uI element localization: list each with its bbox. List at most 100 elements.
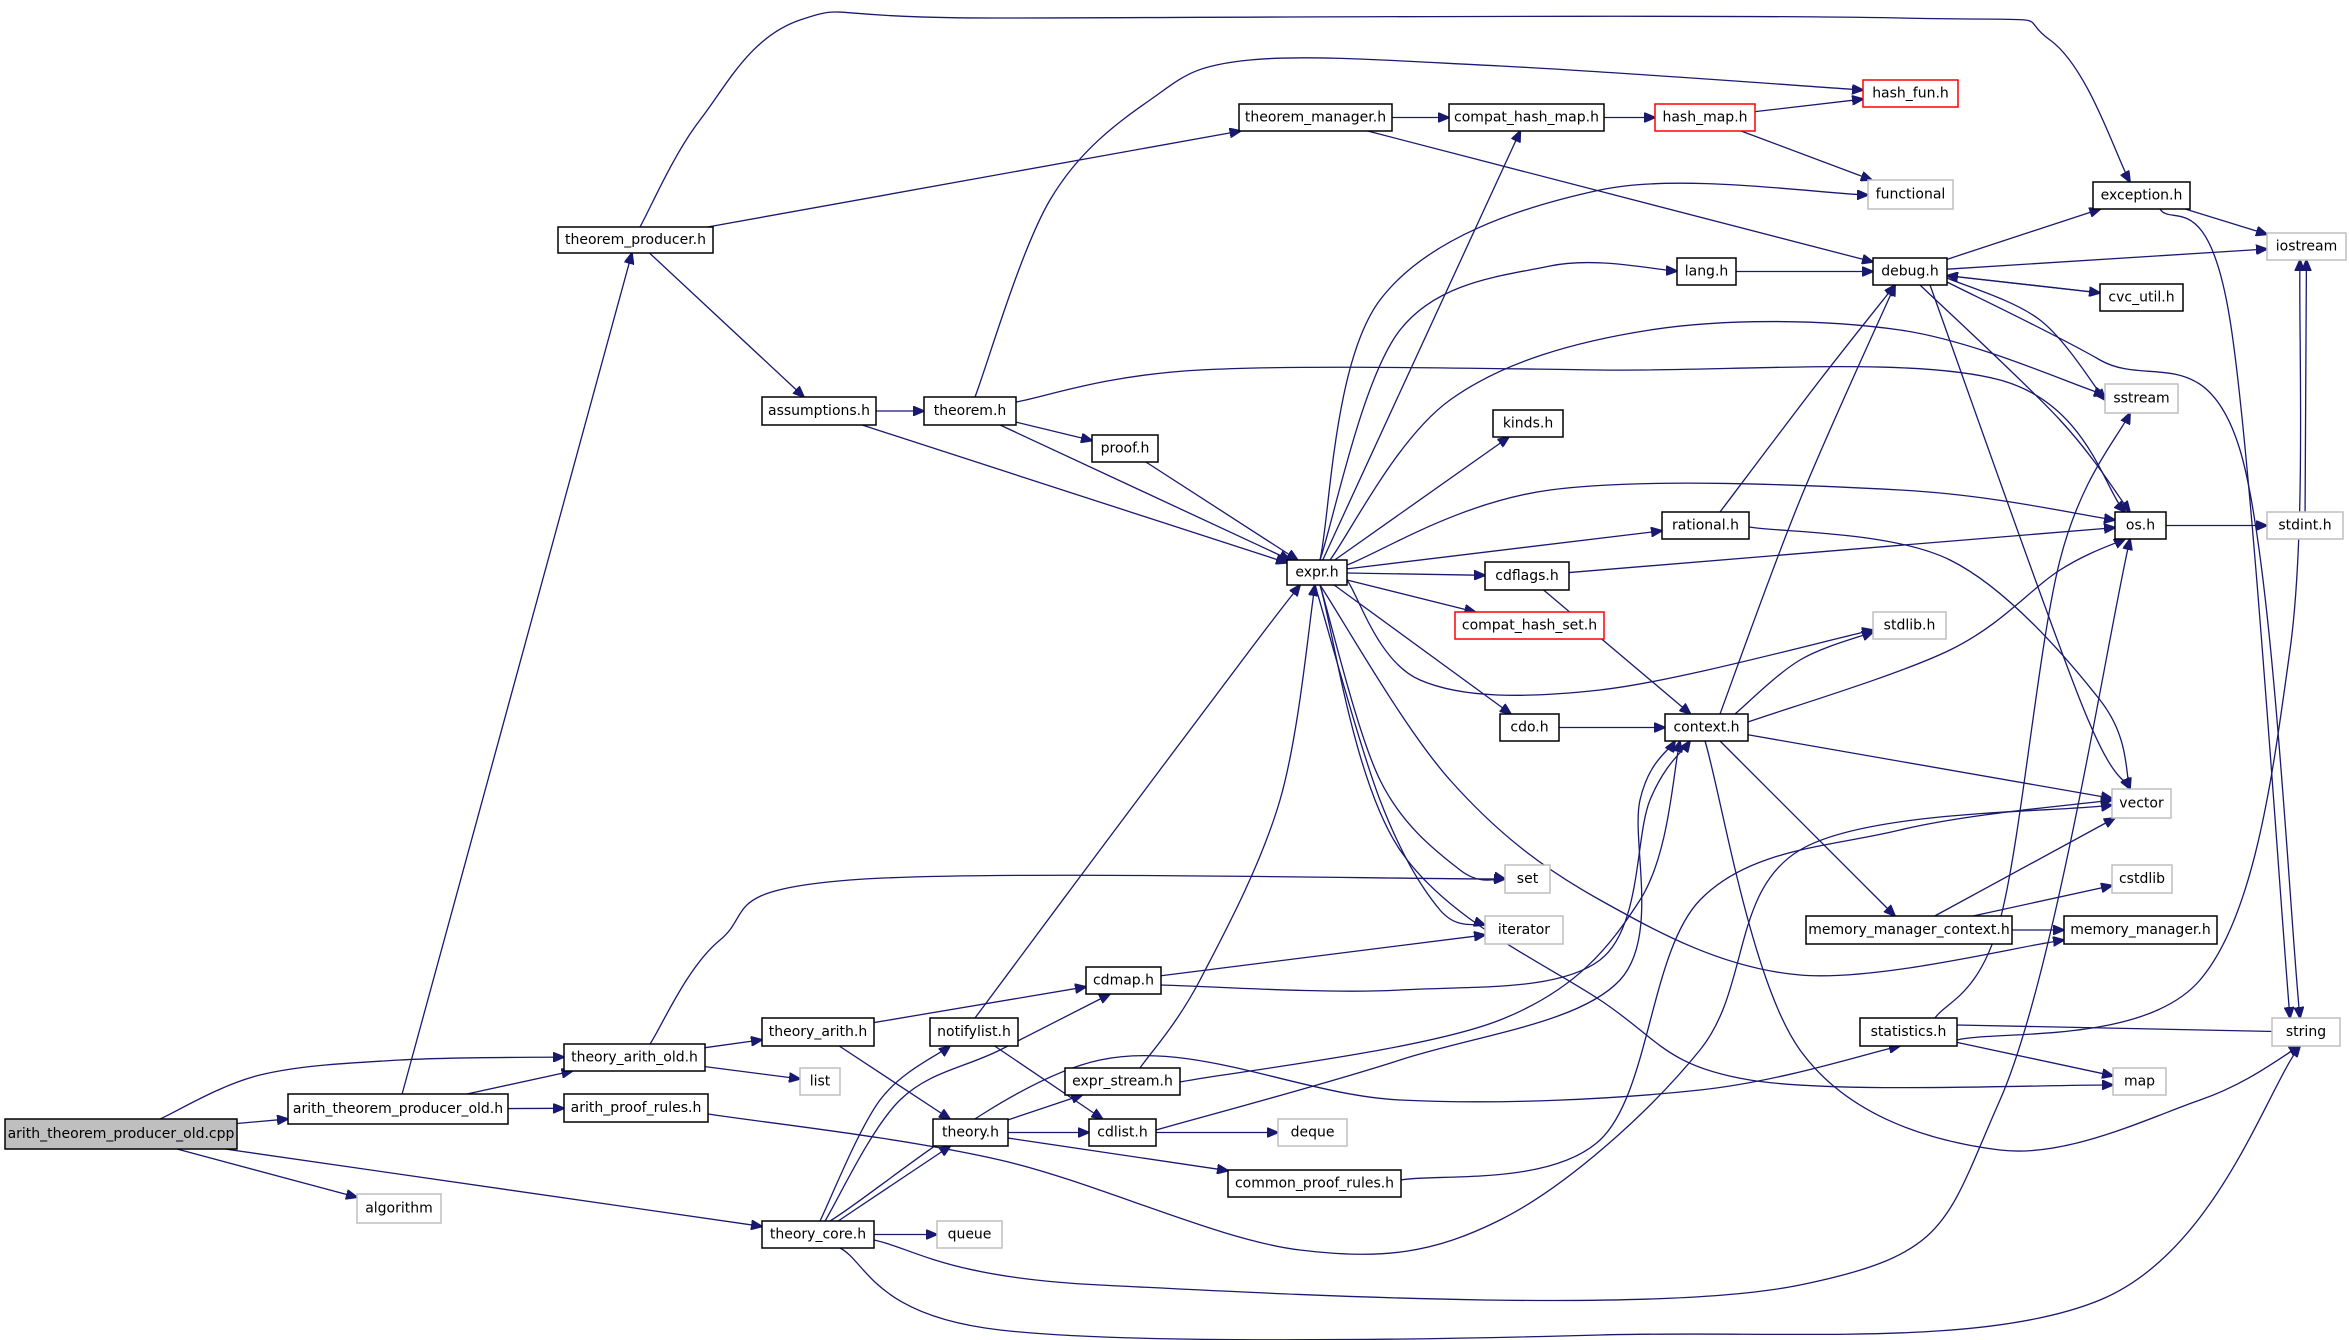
node-label: exception.h	[2101, 188, 2183, 204]
edge-cdflags-h-to-context-h	[1543, 589, 1691, 714]
node-string[interactable]: string	[2271, 1017, 2341, 1047]
edge-statistics-h-to-iostream	[1956, 260, 2301, 1041]
node-box	[923, 396, 1017, 426]
node-theorem-h[interactable]: theorem.h	[923, 396, 1017, 426]
node-proof-h[interactable]: proof.h	[1091, 434, 1159, 463]
node-stdint-h[interactable]: stdint.h	[2266, 511, 2344, 540]
edge-memory-manager-context-h-to-cstdlib	[1972, 886, 2112, 917]
node-label: arith_theorem_producer_old.h	[293, 1101, 503, 1117]
edge-expr-h-to-sstream	[1329, 320, 2105, 561]
node-iostream[interactable]: iostream	[2266, 232, 2347, 261]
node-box	[761, 396, 877, 426]
node-kinds-h[interactable]: kinds.h	[1492, 409, 1564, 438]
node-label: arith_theorem_producer_old.cpp	[8, 1126, 235, 1142]
edge-debug-h-to-exception-h	[1946, 209, 2100, 260]
node-label: hash_map.h	[1662, 110, 1747, 126]
node-cdmap-h[interactable]: cdmap.h	[1085, 966, 1162, 995]
node-box	[1872, 611, 1947, 640]
node-box	[2266, 511, 2344, 540]
node-label: list	[810, 1074, 831, 1090]
node-queue[interactable]: queue	[936, 1220, 1003, 1249]
node-os-h[interactable]: os.h	[2114, 511, 2167, 540]
node-debug-h[interactable]: debug.h	[1872, 257, 1948, 286]
node-rational-h[interactable]: rational.h	[1661, 511, 1750, 540]
node-map[interactable]: map	[2112, 1067, 2167, 1096]
node-cdlist-h[interactable]: cdlist.h	[1088, 1118, 1157, 1147]
node-arith-theorem-producer-old-h[interactable]: arith_theorem_producer_old.h	[287, 1093, 509, 1125]
node-expr-h[interactable]: expr.h	[1286, 559, 1348, 586]
node-theorem-producer-h[interactable]: theorem_producer.h	[557, 226, 714, 254]
node-theory-arith-h[interactable]: theory_arith.h	[761, 1017, 875, 1047]
node-label: functional	[1876, 187, 1946, 203]
node-cdflags-h[interactable]: cdflags.h	[1484, 561, 1570, 591]
node-box	[1805, 915, 2013, 945]
edge-theorem-producer-h-to-exception-h	[639, 11, 2130, 228]
edge-arith-theorem-producer-old-h-to-theory-arith-old-h	[466, 1071, 573, 1095]
node-theory-h[interactable]: theory.h	[932, 1118, 1009, 1147]
edge-context-h-to-debug-h	[1719, 285, 1895, 715]
node-lang-h[interactable]: lang.h	[1676, 257, 1737, 286]
node-cdo-h[interactable]: cdo.h	[1499, 713, 1560, 742]
node-label: notifylist.h	[937, 1024, 1011, 1040]
edge-cvc-util-h-to-debug-h	[1947, 276, 2101, 294]
edges-layer	[159, 11, 2306, 1340]
edge-theory-arith-old-h-to-list	[704, 1065, 800, 1079]
node-label: theorem.h	[934, 403, 1007, 419]
node-exception-h[interactable]: exception.h	[2092, 181, 2191, 210]
node-context-h[interactable]: context.h	[1664, 713, 1749, 742]
edge-context-h-to-string	[1704, 740, 2300, 1152]
edge-hash-map-h-to-hash-fun-h	[1754, 99, 1863, 113]
edge-theory-core-h-to-os-h	[873, 539, 2130, 1302]
node-theorem-manager-h[interactable]: theorem_manager.h	[1238, 103, 1393, 132]
node-label: theorem_producer.h	[565, 232, 706, 248]
node-box	[932, 1118, 1009, 1147]
node-compat-hash-set-h[interactable]: compat_hash_set.h	[1454, 611, 1605, 640]
edge-theory-arith-old-h-to-theory-arith-h	[704, 1040, 762, 1049]
node-memory-manager-context-h[interactable]: memory_manager_context.h	[1805, 915, 2013, 945]
node-expr-stream-h[interactable]: expr_stream.h	[1064, 1067, 1181, 1096]
node-assumptions-h[interactable]: assumptions.h	[761, 396, 877, 426]
node-cstdlib[interactable]: cstdlib	[2111, 864, 2173, 894]
node-iterator[interactable]: iterator	[1484, 915, 1564, 945]
node-arith-theorem-producer-old-cpp[interactable]: arith_theorem_producer_old.cpp	[4, 1118, 238, 1150]
node-list[interactable]: list	[799, 1067, 841, 1096]
edge-arith-theorem-producer-old-cpp-to-theory-core-h	[224, 1148, 762, 1226]
node-box	[2266, 232, 2347, 261]
node-sstream[interactable]: sstream	[2104, 383, 2179, 414]
node-statistics-h[interactable]: statistics.h	[1859, 1017, 1958, 1047]
node-hash-fun-h[interactable]: hash_fun.h	[1862, 79, 1959, 108]
node-label: context.h	[1673, 720, 1739, 736]
node-set[interactable]: set	[1504, 864, 1551, 894]
edge-hash-map-h-to-functional	[1740, 130, 1872, 180]
node-box	[1088, 1118, 1157, 1147]
node-arith-proof-rules-h[interactable]: arith_proof_rules.h	[563, 1093, 709, 1123]
edge-theorem-h-to-os-h	[1015, 365, 2125, 512]
node-label: stdint.h	[2278, 518, 2331, 534]
edge-common-proof-rules-h-to-vector	[1400, 800, 2112, 1181]
node-label: stdlib.h	[1884, 618, 1936, 634]
node-common-proof-rules-h[interactable]: common_proof_rules.h	[1227, 1169, 1402, 1198]
node-stdlib-h[interactable]: stdlib.h	[1872, 611, 1947, 640]
node-label: lang.h	[1685, 264, 1729, 280]
node-vector[interactable]: vector	[2111, 788, 2172, 819]
node-label: expr_stream.h	[1072, 1074, 1173, 1090]
node-box	[1867, 179, 1954, 210]
node-theory-arith-old-h[interactable]: theory_arith_old.h	[563, 1043, 706, 1072]
node-deque[interactable]: deque	[1277, 1118, 1348, 1147]
node-label: assumptions.h	[768, 403, 870, 419]
node-compat-hash-map-h[interactable]: compat_hash_map.h	[1448, 103, 1605, 132]
node-box	[2111, 788, 2172, 819]
edge-arith-theorem-producer-old-cpp-to-arith-theorem-producer-old-h	[236, 1119, 288, 1124]
node-box	[1484, 915, 1564, 945]
node-functional[interactable]: functional	[1867, 179, 1954, 210]
node-notifylist-h[interactable]: notifylist.h	[929, 1017, 1019, 1047]
node-theory-core-h[interactable]: theory_core.h	[761, 1220, 875, 1249]
node-box	[1492, 409, 1564, 438]
node-hash-map-h[interactable]: hash_map.h	[1654, 103, 1756, 132]
node-memory-manager-h[interactable]: memory_manager.h	[2063, 915, 2218, 945]
node-cvc-util-h[interactable]: cvc_util.h	[2099, 283, 2184, 312]
node-label: theorem_manager.h	[1245, 110, 1386, 126]
node-box	[1286, 559, 1348, 586]
node-algorithm[interactable]: algorithm	[356, 1193, 442, 1224]
node-box	[563, 1043, 706, 1072]
